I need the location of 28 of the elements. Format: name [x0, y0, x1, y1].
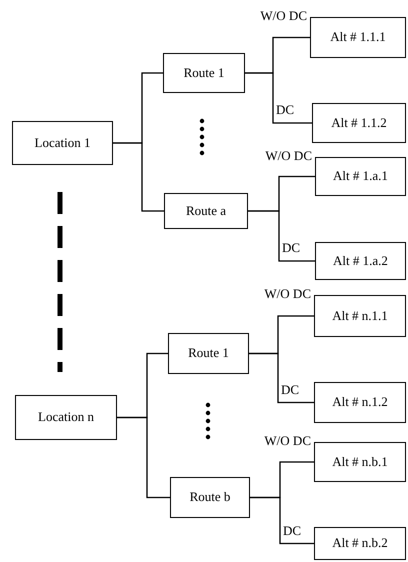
edge-label: W/O DC — [264, 149, 313, 162]
edge-label: DC — [275, 103, 296, 116]
edge-label: W/O DC — [259, 9, 308, 22]
edge-label: DC — [281, 241, 302, 254]
connector-line — [249, 352, 314, 404]
connector-line — [250, 496, 314, 544]
label-box: Alt # 1.a.1 — [315, 157, 406, 196]
edge-label: DC — [280, 382, 300, 396]
label-box: Alt # n.1.2 — [314, 382, 406, 423]
label-box: Route a — [164, 193, 248, 229]
label-box: Alt # n.1.1 — [314, 295, 406, 337]
edge-label: DC — [282, 524, 302, 536]
label-box: Alt # 1.1.1 — [310, 17, 406, 58]
label-box: Alt # 1.a.2 — [315, 242, 406, 280]
label-box: Route b — [170, 477, 250, 518]
label-box: Alt # n.b.2 — [314, 527, 406, 560]
connector-line — [248, 210, 315, 262]
label-box: Route 1 — [163, 53, 245, 93]
label-box: Alt # n.b.1 — [314, 442, 406, 482]
edge-label: W/O DC — [263, 287, 312, 300]
label-box: Location n — [15, 395, 117, 440]
label-box: Route 1 — [168, 333, 249, 374]
edge-label: W/O DC — [263, 434, 312, 447]
connector-line — [113, 142, 164, 212]
connector-line — [117, 416, 170, 498]
label-box: Alt # 1.1.2 — [312, 103, 406, 143]
connector-line — [245, 72, 312, 124]
label-box: Location 1 — [12, 121, 113, 165]
